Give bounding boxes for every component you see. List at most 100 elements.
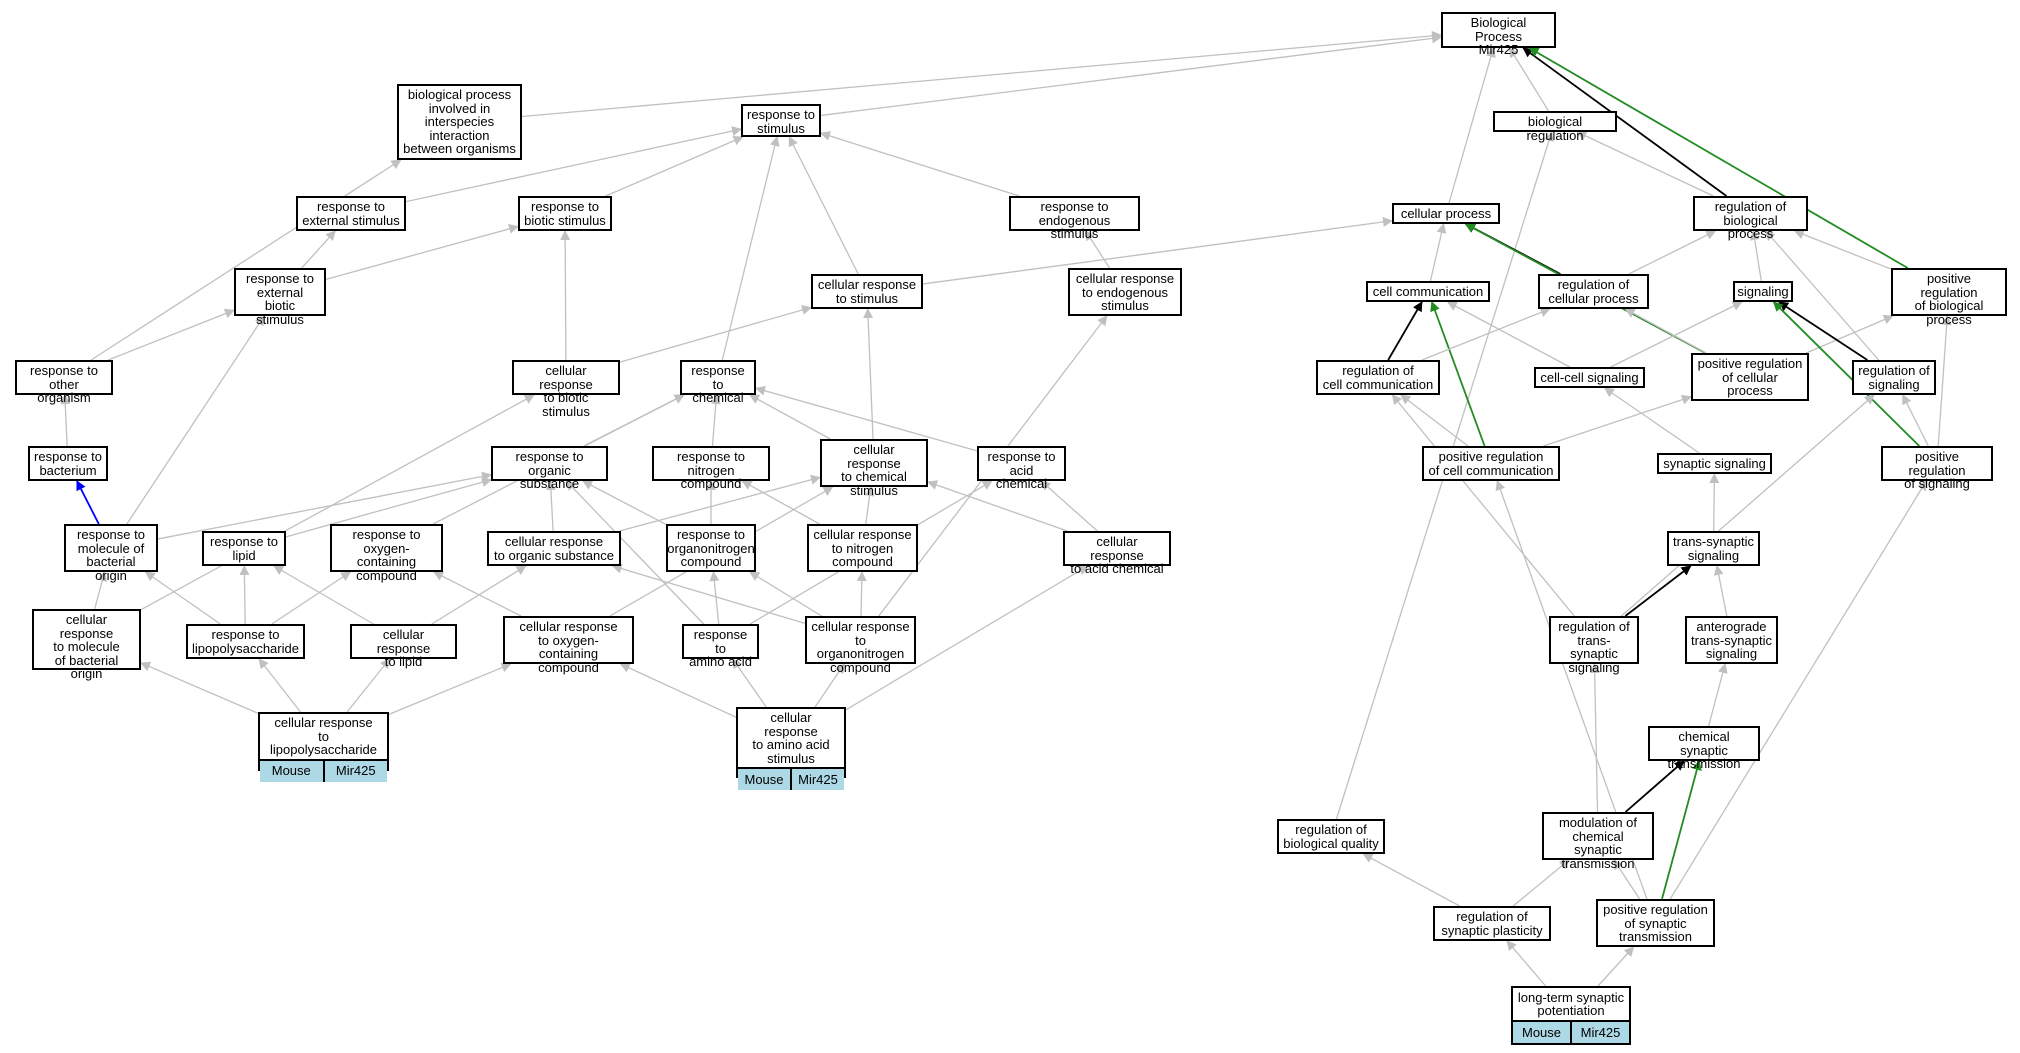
go-term-node-crc[interactable]: cellular response to chemical stimulus [820,439,928,497]
go-term-node-rsp[interactable]: regulation of synaptic plasticity [1433,906,1551,941]
edge-is-a-mcst-to-rts [1589,663,1600,813]
edge-is-a-ronc-to-ros [582,480,667,526]
go-term-node-cc[interactable]: cell communication [1366,281,1490,302]
go-term-node-crac[interactable]: cellular response to acid chemical [1063,531,1171,575]
edge-is-a-crocc-to-rocc [433,571,522,617]
go-term-node-rts[interactable]: regulation of trans-synaptic signaling [1549,616,1639,674]
go-term-node-res[interactable]: response to external stimulus [296,196,406,231]
go-term-label: cellular response to nitrogen compound [813,527,912,569]
go-term-label: positive regulation of signaling [1904,449,1970,491]
edge-is-a-crc-to-crs [863,308,874,440]
go-term-node-cp[interactable]: cellular process [1392,203,1500,224]
go-term-node-prcp[interactable]: positive regulation of cellular process [1691,353,1809,401]
edge-is-a-crbs-to-crs [619,305,812,363]
edge-is-a-crlps-to-rlps [258,658,302,713]
go-term-node-bp[interactable]: Biological Process Mir425 [1441,12,1556,56]
go-term-node-rbp[interactable]: regulation of biological process [1693,196,1808,240]
go-term-node-roo[interactable]: response to other organism [15,360,113,404]
edge-is-a-sig-to-rbp [1749,230,1762,282]
go-term-node-cros[interactable]: cellular response to organic substance [487,531,621,566]
go-term-node-sig[interactable]: signaling [1733,281,1793,302]
go-term-node-rmbo[interactable]: response to molecule of bacterial origin [64,524,158,582]
go-term-node-rcp[interactable]: regulation of cellular process [1538,274,1649,309]
go-term-node-cst[interactable]: chemical synaptic transmission [1648,726,1760,770]
edge-is-a-ltp-to-prst [1597,946,1635,987]
go-term-node-ros[interactable]: response to organic substance [491,446,608,490]
go-term-node-breg[interactable]: biological regulation [1493,111,1617,142]
go-term-label: cellular process [1400,206,1492,221]
edge-is-a-rlps-to-rmbo [144,571,221,625]
go-term-node-rac[interactable]: response to acid chemical [977,446,1066,490]
go-term-node-rens[interactable]: response to endogenous stimulus [1009,196,1140,240]
go-term-node-crs[interactable]: cellular response to stimulus [811,274,923,309]
edge-is-a-craa-to-crocc [619,663,737,718]
edge-is-a-crlps-to-crocc [388,662,512,715]
go-term-label: response to endogenous stimulus [1038,199,1111,241]
go-term-node-ats[interactable]: anterograde trans-synaptic signaling [1685,616,1778,664]
go-term-node-rs[interactable]: response to stimulus [741,104,821,137]
edge-is-a-crac-to-crc [927,480,1068,532]
go-term-label: regulation of synaptic plasticity [1441,909,1543,938]
edge-is-a-rbs-to-rs [605,135,744,197]
go-term-label: response to amino acid [689,627,752,669]
go-term-node-rc[interactable]: response to chemical [680,360,756,404]
go-term-label: biological regulation [1526,114,1584,143]
edge-positively-regulates-prst-to-cst [1661,760,1702,900]
go-term-node-rnc[interactable]: response to nitrogen compound [652,446,770,490]
edge-is-a-crs-to-rs [788,136,859,275]
go-term-node-bpi[interactable]: biological process involved in interspec… [397,84,522,160]
go-term-node-prst[interactable]: positive regulation of synaptic transmis… [1596,899,1715,947]
go-term-node-craa[interactable]: cellular response to amino acid stimulus… [736,707,846,790]
go-term-node-crmbo[interactable]: cellular response to molecule of bacteri… [32,609,141,680]
go-term-node-prbp[interactable]: positive regulation of biological proces… [1891,268,2007,326]
edge-is-a-rac-to-rc [755,385,978,452]
go-term-label: synaptic signaling [1663,456,1766,471]
go-term-node-ccs[interactable]: cell-cell signaling [1534,367,1645,388]
go-term-node-mcst[interactable]: modulation of chemical synaptic transmis… [1542,812,1654,870]
go-term-node-rbs[interactable]: response to biotic stimulus [518,196,612,231]
edge-is-a-rl-to-ros [285,477,492,538]
go-term-node-raa[interactable]: response to amino acid [682,624,759,668]
go-term-node-cres[interactable]: cellular response to endogenous stimulus [1068,268,1182,316]
go-term-label: modulation of chemical synaptic transmis… [1558,815,1638,871]
edge-is-a-rcp-to-rbp [1628,230,1717,275]
edge-is-a-prcc-to-rcc [1400,394,1469,447]
go-term-node-crnc[interactable]: cellular response to nitrogen compound [807,524,918,572]
go-term-node-crbs[interactable]: cellular response to biotic stimulus [512,360,620,418]
go-term-node-rcc[interactable]: regulation of cell communication [1316,360,1440,395]
edge-is-a-cronc-to-ronc [749,571,822,617]
go-term-node-rebs[interactable]: response to external biotic stimulus [234,268,326,326]
species-tag: Mouse [260,760,323,782]
go-term-node-rl[interactable]: response to lipid [202,531,286,566]
go-term-node-rlps[interactable]: response to lipopolysaccharide [186,624,305,659]
edge-is-a-ccs-to-sig [1610,301,1743,368]
go-term-label: response to bacterium [34,449,102,478]
go-term-node-crocc[interactable]: cellular response to oxygen-containing c… [503,616,634,674]
go-term-node-ts[interactable]: trans-synaptic signaling [1667,531,1760,566]
go-term-label: response to organic substance [515,449,584,491]
go-term-label: regulation of biological quality [1283,822,1379,851]
go-term-label: regulation of cell communication [1322,363,1434,392]
gene-tag: Mir425 [790,769,844,790]
go-term-node-cronc[interactable]: cellular response to organonitrogen comp… [805,616,916,674]
go-term-node-ronc[interactable]: response to organonitrogen compound [666,524,756,572]
go-term-node-prcc[interactable]: positive regulation of cell communicatio… [1422,446,1560,481]
go-term-node-rocc[interactable]: response to oxygen-containing compound [330,524,443,582]
go-term-label: Biological Process Mir425 [1470,15,1527,57]
go-term-node-prs[interactable]: positive regulation of signaling [1881,446,1993,490]
edge-is-a-prs-to-prbp [1937,315,1952,447]
edge-is-a-rebs-to-res [301,230,336,269]
edge-is-a-raa-to-ronc [709,571,720,625]
go-term-node-rbq[interactable]: regulation of biological quality [1277,819,1385,854]
go-term-label: regulation of signaling [1858,363,1930,392]
go-term-node-rsig[interactable]: regulation of signaling [1852,360,1936,395]
go-term-label: response to acid chemical [987,449,1056,491]
go-term-node-rb[interactable]: response to bacterium [28,446,108,481]
go-term-node-ss[interactable]: synaptic signaling [1657,453,1772,474]
go-term-node-crl[interactable]: cellular response to lipid [350,624,457,668]
